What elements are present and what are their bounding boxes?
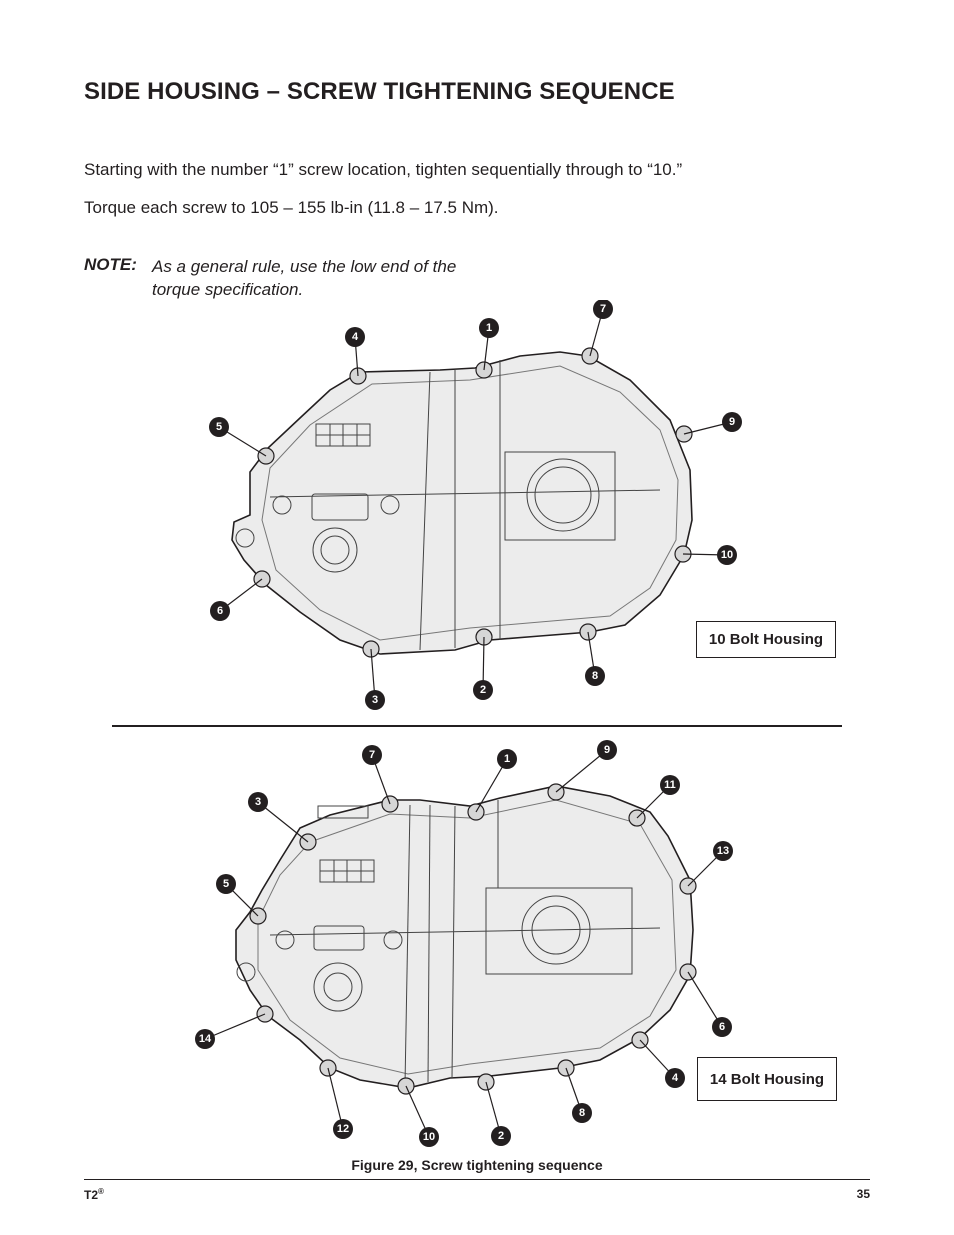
instruction-paragraph: Starting with the number “1” screw locat…: [84, 160, 683, 179]
svg-text:6: 6: [719, 1021, 725, 1033]
svg-text:1: 1: [504, 753, 510, 765]
page-number: 35: [856, 1187, 870, 1201]
callout-6: 6: [712, 1017, 732, 1037]
svg-text:3: 3: [255, 796, 261, 808]
callout-11: 11: [660, 775, 680, 795]
svg-text:6: 6: [217, 605, 223, 617]
svg-text:4: 4: [672, 1072, 679, 1084]
callout-5: 5: [209, 417, 229, 437]
svg-text:7: 7: [600, 303, 606, 315]
callout-4: 4: [345, 327, 365, 347]
housing-14-diagram: 1 2 3 4 5 6 7 8 9 10 11 12 13 14: [195, 740, 733, 1147]
svg-text:8: 8: [592, 670, 598, 682]
page-title: SIDE HOUSING – SCREW TIGHTENING SEQUENCE: [84, 78, 675, 105]
registered-mark: ®: [98, 1187, 104, 1196]
figure-divider: [112, 725, 842, 727]
figure-caption: Figure 29, Screw tightening sequence: [351, 1157, 603, 1173]
svg-text:11: 11: [664, 779, 676, 791]
callout-9: 9: [722, 412, 742, 432]
callout-8: 8: [585, 666, 605, 686]
housing-10-outline: [231, 351, 693, 655]
svg-text:4: 4: [352, 331, 359, 343]
svg-text:9: 9: [604, 744, 610, 756]
callout-12: 12: [333, 1119, 353, 1139]
housing-10-diagram: 1 2 3 4 5 6 7 8 9 10: [209, 300, 742, 710]
note-label: NOTE:: [84, 255, 137, 274]
svg-text:2: 2: [480, 684, 486, 696]
callout-5: 5: [216, 874, 236, 894]
svg-text:14: 14: [199, 1033, 212, 1045]
callout-7: 7: [362, 745, 382, 765]
callout-10: 10: [717, 545, 737, 565]
svg-text:10: 10: [721, 549, 733, 561]
svg-text:9: 9: [729, 416, 735, 428]
callout-7: 7: [593, 300, 613, 319]
housing-14-outline: [235, 785, 694, 1089]
housing-14-label: 14 Bolt Housing: [697, 1057, 837, 1101]
svg-text:13: 13: [717, 845, 729, 857]
svg-text:7: 7: [369, 749, 375, 761]
callout-2: 2: [491, 1126, 511, 1146]
callout-4: 4: [665, 1068, 685, 1088]
callout-2: 2: [473, 680, 493, 700]
housing-10-label: 10 Bolt Housing: [696, 621, 836, 658]
svg-text:2: 2: [498, 1130, 504, 1142]
callout-9: 9: [597, 740, 617, 760]
torque-paragraph: Torque each screw to 105 – 155 lb-in (11…: [84, 198, 499, 217]
svg-text:3: 3: [372, 694, 378, 706]
brand-name: T2: [84, 1188, 99, 1202]
callout-8: 8: [572, 1103, 592, 1123]
footer-rule: [84, 1179, 870, 1180]
svg-text:8: 8: [579, 1107, 585, 1119]
callout-1: 1: [479, 318, 499, 338]
svg-text:12: 12: [337, 1123, 349, 1135]
callout-3: 3: [248, 792, 268, 812]
callout-6: 6: [210, 601, 230, 621]
svg-text:5: 5: [223, 878, 229, 890]
callout-3: 3: [365, 690, 385, 710]
svg-text:5: 5: [216, 421, 222, 433]
svg-text:1: 1: [486, 322, 492, 334]
footer-brand: T2®: [84, 1187, 104, 1202]
callout-10: 10: [419, 1127, 439, 1147]
callout-13: 13: [713, 841, 733, 861]
callout-14: 14: [195, 1029, 215, 1049]
callout-1: 1: [497, 749, 517, 769]
svg-text:10: 10: [423, 1131, 435, 1143]
note-text: As a general rule, use the low end of th…: [152, 257, 457, 299]
